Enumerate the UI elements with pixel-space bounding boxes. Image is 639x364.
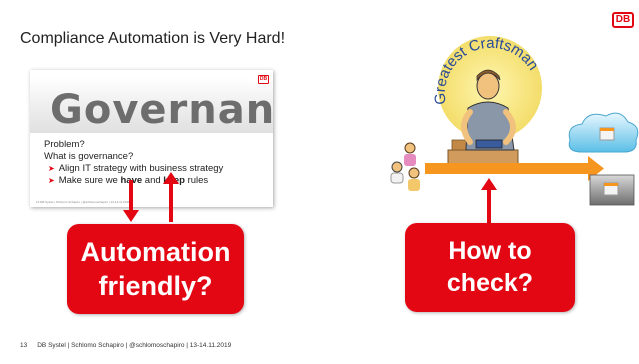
server-box-icon	[589, 174, 635, 206]
thumbnail-line-problem: Problem?	[44, 139, 85, 150]
automation-friendly-callout: Automation friendly?	[67, 224, 244, 314]
db-logo: DB	[612, 12, 634, 28]
thumbnail-bullet-align: ➤Align IT strategy with business strateg…	[44, 163, 223, 175]
bullet-text-and: and	[142, 175, 164, 186]
cloud-server-icon	[568, 112, 639, 153]
governance-slide-thumbnail: Governance DB Problem? What is governanc…	[30, 70, 273, 207]
bullet-arrow-icon: ➤	[48, 164, 55, 173]
callout-line: Automation	[80, 237, 231, 267]
page-number: 13	[20, 342, 28, 349]
slide-title: Compliance Automation is Very Hard!	[20, 30, 286, 47]
footer-text: DB Systel | Schlomo Schapiro | @schlomos…	[37, 342, 232, 349]
callout-line: check?	[446, 269, 534, 297]
bullet-arrow-icon: ➤	[48, 176, 55, 185]
callout-line: How to	[448, 237, 532, 265]
arrow-down-icon	[123, 180, 139, 222]
thumbnail-heading-band	[30, 78, 273, 133]
people-group-icon	[390, 142, 420, 191]
bullet-text-rules-post: rules	[184, 175, 209, 186]
slide-footer: 13 DB Systel | Schlomo Schapiro | @schlom…	[20, 342, 231, 349]
craftsman-illustration	[447, 69, 519, 165]
thumbnail-heading: Governance	[50, 87, 273, 133]
thumbnail-line-question: What is governance?	[44, 151, 134, 162]
bullet-text-align: Align IT strategy with business strategy	[58, 163, 224, 174]
thumbnail-footer: 13 DB Systel | Schlomo Schapiro | @schlo…	[36, 200, 130, 204]
arrow-up-icon	[481, 178, 497, 224]
bullet-text-rules-pre: Make sure we	[58, 175, 121, 186]
how-to-check-callout: How to check?	[405, 223, 575, 312]
arrow-up-icon	[163, 172, 179, 222]
callout-line: friendly?	[98, 271, 213, 301]
thumbnail-db-logo: DB	[258, 75, 269, 84]
